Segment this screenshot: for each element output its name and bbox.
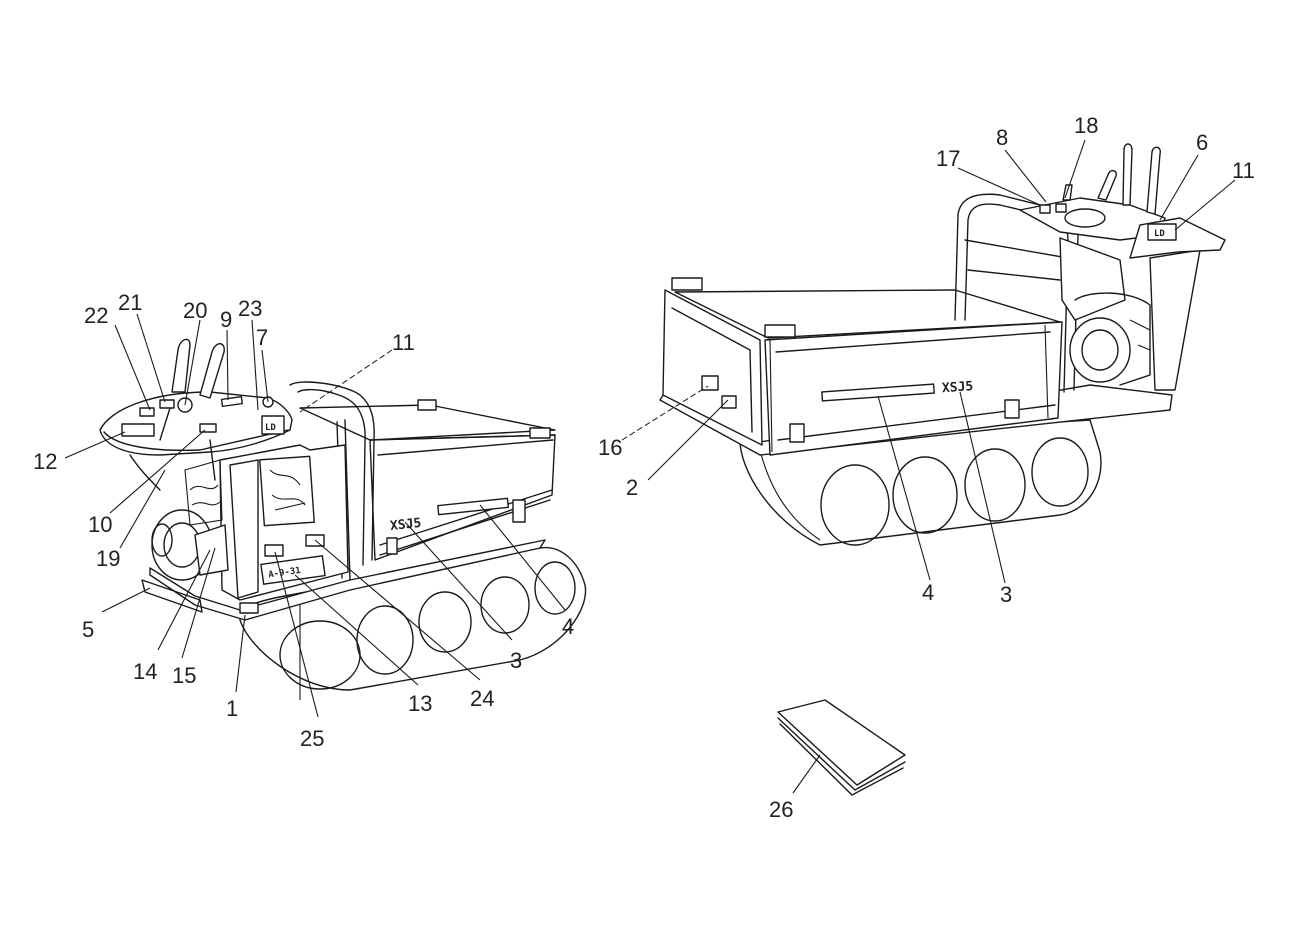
- left-callouts: 22 21 20 9 23 7 11 12 10 19 5 14 15 1 25…: [33, 290, 574, 751]
- left-model-stripe: [437, 497, 510, 516]
- left-engine: [141, 459, 229, 613]
- right-model-marking: XSJ5: [941, 379, 973, 396]
- callout-9-left: 9: [220, 307, 232, 332]
- right-dump-bed: XSJ5: [662, 277, 1063, 456]
- callout-22-left: 22: [84, 303, 108, 328]
- right-callouts: 17 8 18 6 11 16 2 4 3: [598, 113, 1255, 607]
- left-console: LD: [99, 338, 293, 491]
- callout-17-right: 17: [936, 146, 960, 171]
- callout-25-left: 25: [300, 726, 324, 751]
- callout-4-right: 4: [922, 580, 934, 605]
- left-plate-text: A-9-31: [268, 566, 302, 580]
- callout-21-left: 21: [118, 290, 142, 315]
- callout-16-right: 16: [598, 435, 622, 460]
- right-engine: [1059, 237, 1201, 391]
- left-engine-housing: A-9-31: [219, 444, 349, 614]
- callout-13-left: 13: [408, 691, 432, 716]
- right-machine-view: XSJ5 LD: [659, 143, 1226, 546]
- left-decal-text: LD: [265, 423, 276, 433]
- callout-3-left: 3: [510, 648, 522, 673]
- callout-3-right: 3: [1000, 582, 1012, 607]
- callout-15-left: 15: [172, 663, 196, 688]
- callout-10-left: 10: [88, 512, 112, 537]
- callout-19-left: 19: [96, 546, 120, 571]
- callout-8-right: 8: [996, 125, 1008, 150]
- callout-26-manual: 26: [769, 797, 793, 822]
- callout-6-right: 6: [1196, 130, 1208, 155]
- callout-12-left: 12: [33, 449, 57, 474]
- left-machine-view: XSJ5 A-9-31: [99, 338, 587, 700]
- left-number-plate: [260, 555, 326, 585]
- callout-2-right: 2: [626, 475, 638, 500]
- right-decal-text: LD: [1154, 229, 1165, 239]
- left-dump-bed: XSJ5: [299, 399, 556, 561]
- callout-11-right: 11: [1232, 158, 1255, 183]
- operator-manual: [777, 699, 906, 796]
- callout-5-left: 5: [82, 617, 94, 642]
- callout-14-left: 14: [133, 659, 157, 684]
- leader-lines: [64, 139, 1236, 794]
- callout-4-left: 4: [562, 614, 574, 639]
- left-model-marking: XSJ5: [389, 516, 422, 534]
- callout-1-left: 1: [226, 696, 238, 721]
- callout-7-left: 7: [256, 325, 268, 350]
- callout-18-right: 18: [1074, 113, 1098, 138]
- callout-20-left: 20: [183, 298, 207, 323]
- callout-11-left: 11: [392, 330, 415, 355]
- right-decal-box: [1147, 223, 1177, 241]
- left-chassis: [149, 539, 546, 621]
- right-console: LD: [1019, 143, 1226, 259]
- callout-24-left: 24: [470, 686, 494, 711]
- right-track: [739, 419, 1102, 546]
- callout-23-left: 23: [238, 296, 262, 321]
- left-decal-box: [261, 415, 285, 435]
